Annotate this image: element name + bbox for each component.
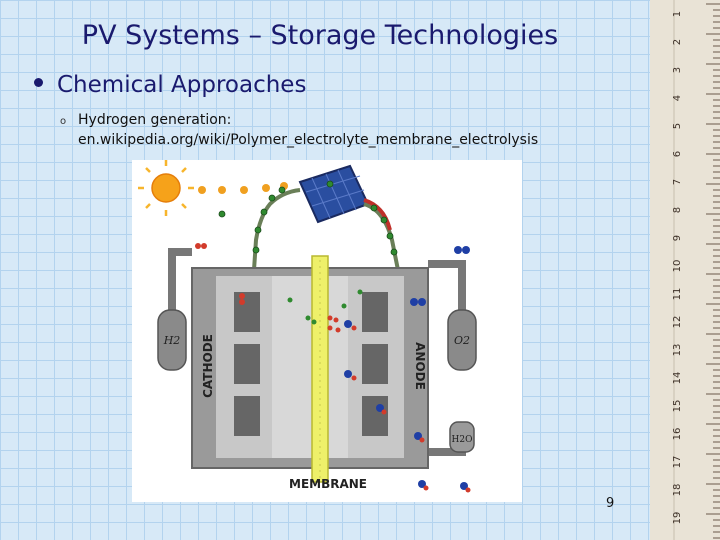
anode-block-3 [362, 396, 388, 436]
ruler-number: 2 [672, 39, 683, 45]
water-label: H2O [452, 435, 473, 445]
ruler-number: 11 [672, 288, 683, 301]
cathode-label: CATHODE [201, 334, 215, 398]
ruler-number: 17 [672, 456, 683, 469]
pipe-o2 [428, 260, 466, 310]
h2-tank-label: H2 [163, 334, 181, 347]
ruler-number: 10 [672, 260, 683, 273]
electrolysis-diagram: H2 O2 H2O CATHODE ANODE MEMBRANE [132, 160, 522, 502]
bullet-item: Chemical Approaches [34, 72, 306, 98]
cathode-block-1 [234, 292, 260, 332]
water-tank: H2O [449, 421, 475, 453]
page-number: 9 [606, 496, 615, 511]
sun-icon [138, 160, 194, 216]
hydrogen-molecules [195, 243, 341, 333]
slide-title: PV Systems – Storage Technologies [81, 20, 559, 51]
membrane-label: MEMBRANE [289, 477, 367, 491]
o2-tank: O2 [447, 309, 477, 371]
sub-bullet-text: Hydrogen generation: [78, 112, 232, 128]
ruler-number: 9 [672, 235, 683, 241]
cathode-block-2 [234, 344, 260, 384]
anode-block-1 [362, 292, 388, 332]
ruler-number: 12 [672, 316, 683, 329]
ruler-number: 15 [672, 400, 683, 413]
wire-red-right [363, 198, 392, 231]
pipe-h2 [168, 248, 192, 310]
ruler-number: 7 [672, 179, 683, 185]
bullet-dot [34, 78, 43, 87]
ruler-number: 16 [672, 428, 683, 441]
ruler-number: 6 [672, 151, 683, 157]
ruler-number: 13 [672, 344, 683, 357]
water-hydrogen-atoms [351, 325, 471, 493]
ruler-number: 19 [672, 512, 683, 525]
ruler-number: 18 [672, 484, 683, 497]
ion-dots [287, 289, 363, 325]
sub-bullet-item: o Hydrogen generation: en.wikipedia.org/… [60, 110, 539, 150]
ruler-number: 3 [672, 67, 683, 73]
cathode-diffusion [272, 276, 312, 458]
oxygen-molecules [344, 246, 470, 490]
electron-dots [218, 180, 398, 256]
h2-tank: H2 [157, 309, 187, 371]
anode-block-2 [362, 344, 388, 384]
anode-diffusion [328, 276, 348, 458]
cathode-block-3 [234, 396, 260, 436]
o2-tank-label: O2 [454, 334, 470, 347]
anode-label: ANODE [413, 342, 427, 390]
ruler-number: 8 [672, 207, 683, 213]
ruler-number: 4 [672, 95, 683, 101]
bullet-text: Chemical Approaches [57, 72, 307, 98]
ruler-number: 1 [672, 11, 683, 17]
sub-bullet-link[interactable]: en.wikipedia.org/wiki/Polymer_electrolyt… [78, 132, 539, 148]
ruler-number: 5 [672, 123, 683, 129]
ruler-number: 14 [672, 372, 683, 385]
sub-bullet-marker: o [60, 116, 67, 127]
